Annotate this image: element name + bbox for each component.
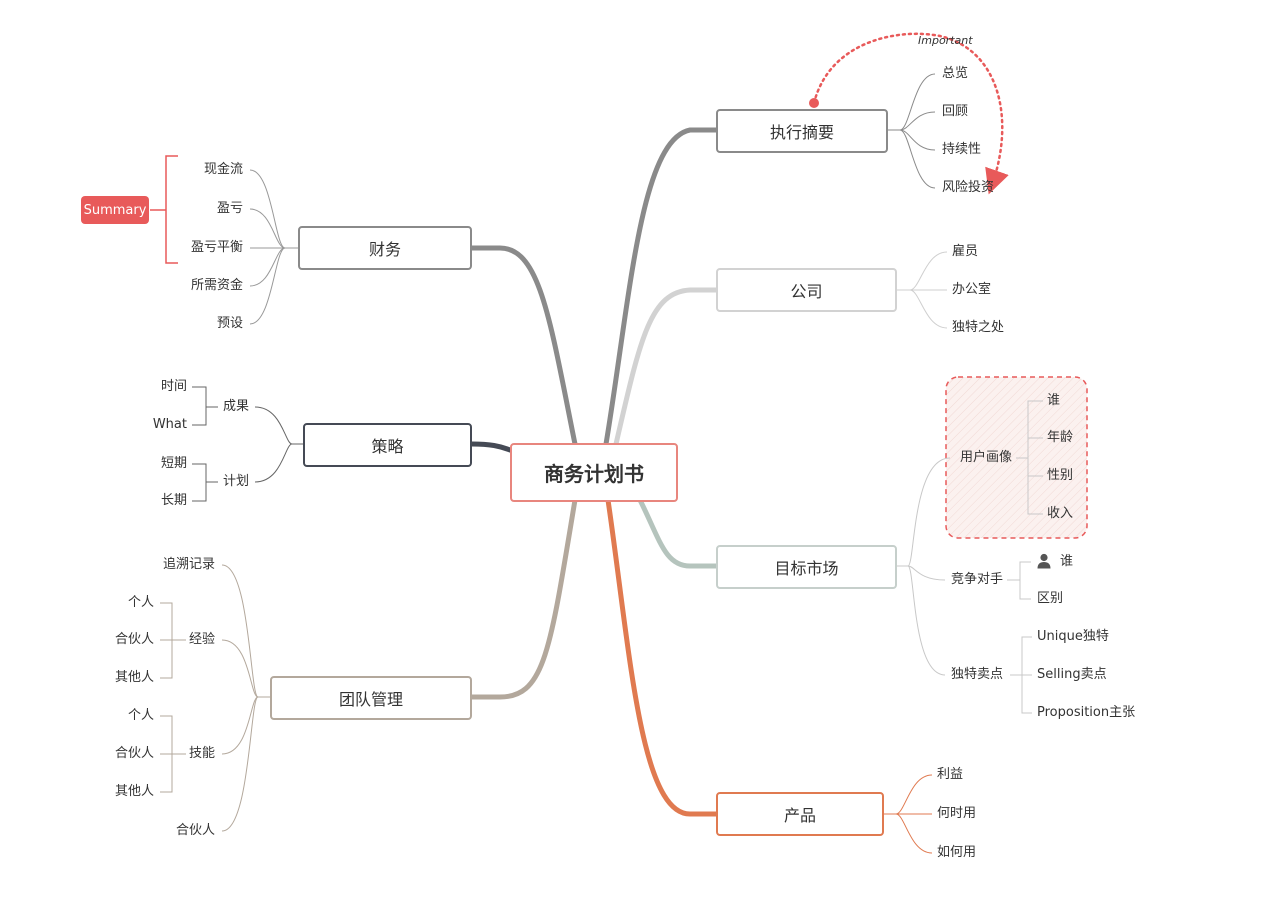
plan-item[interactable]: 短期 [160,456,187,471]
important-arrow [812,32,1009,195]
persona-item[interactable]: 收入 [1047,506,1074,521]
central-topic[interactable]: 商务计划书 [510,443,678,502]
topic-company[interactable]: 公司 [716,268,897,312]
competitor-item[interactable]: 区别 [1037,591,1064,606]
finance-item[interactable]: 盈亏 [216,201,243,216]
experience-item[interactable]: 其他人 [114,670,154,685]
branch-line-team [469,497,578,700]
usp-item[interactable]: Proposition主张 [1037,705,1136,720]
result-item[interactable]: What [152,417,187,432]
market-usp[interactable]: 独特卖点 [951,667,1004,682]
skill-item[interactable]: 个人 [127,708,154,723]
topic-team[interactable]: 团队管理 [270,676,472,720]
finance-item[interactable]: 盈亏平衡 [190,240,243,255]
team-sub-lines [160,564,270,832]
topic-finance[interactable]: 财务 [298,226,472,270]
plan-item[interactable]: 长期 [160,493,187,508]
experience-item[interactable]: 个人 [127,595,154,610]
product-item[interactable]: 如何用 [937,845,977,860]
exec-sub-lines [888,73,936,189]
branch-line-market [637,497,719,569]
exec-item[interactable]: 总览 [942,66,969,81]
strategy-sub-lines [192,386,303,502]
finance-sub-lines [249,169,298,325]
branch-line-finance [469,245,578,447]
branch-line-company [613,287,719,447]
product-item[interactable]: 何时用 [937,806,977,821]
persona-item[interactable]: 年龄 [1047,430,1074,445]
branch-line-product [605,497,719,817]
important-label: Important [918,34,973,47]
topic-product[interactable]: 产品 [716,792,884,836]
usp-item[interactable]: Unique独特 [1037,629,1109,644]
skill-item[interactable]: 合伙人 [114,746,154,761]
branch-line-strategy [469,441,513,453]
market-sub-lines [897,400,1043,714]
exec-item[interactable]: 风险投资 [942,180,995,195]
skill-item[interactable]: 其他人 [114,784,154,799]
team-partner[interactable]: 合伙人 [175,823,215,838]
finance-item[interactable]: 现金流 [203,162,243,177]
result-item[interactable]: 时间 [160,379,187,394]
product-item[interactable]: 利益 [937,767,964,782]
company-item[interactable]: 独特之处 [952,320,1005,335]
exec-item[interactable]: 持续性 [942,142,982,157]
topic-market[interactable]: 目标市场 [716,545,897,589]
company-item[interactable]: 雇员 [952,244,979,259]
summary-bracket [150,155,178,264]
team-skill[interactable]: 技能 [188,746,215,761]
team-track[interactable]: 追溯记录 [162,557,215,572]
market-persona[interactable]: 用户画像 [960,450,1013,465]
usp-item[interactable]: Selling卖点 [1037,667,1107,682]
persona-item[interactable]: 性别 [1047,468,1074,483]
competitor-item[interactable]: 谁 [1060,554,1074,569]
experience-item[interactable]: 合伙人 [114,632,154,647]
exec-item[interactable]: 回顾 [942,104,969,119]
market-competitor[interactable]: 竞争对手 [951,572,1004,587]
branch-line-exec [603,127,719,447]
strategy-result[interactable]: 成果 [222,399,249,414]
strategy-plan[interactable]: 计划 [222,474,249,489]
persona-item[interactable]: 谁 [1047,393,1061,408]
user-icon [1037,553,1051,569]
important-arrow-start-dot [809,98,819,108]
topic-strategy[interactable]: 策略 [303,423,472,467]
summary-tag[interactable]: Summary [81,196,149,224]
product-sub-lines [884,774,933,854]
finance-item[interactable]: 预设 [216,316,243,331]
finance-item[interactable]: 所需资金 [190,278,243,293]
team-experience[interactable]: 经验 [188,632,215,647]
topic-exec[interactable]: 执行摘要 [716,109,888,153]
company-item[interactable]: 办公室 [952,282,992,297]
company-sub-lines [897,251,948,329]
